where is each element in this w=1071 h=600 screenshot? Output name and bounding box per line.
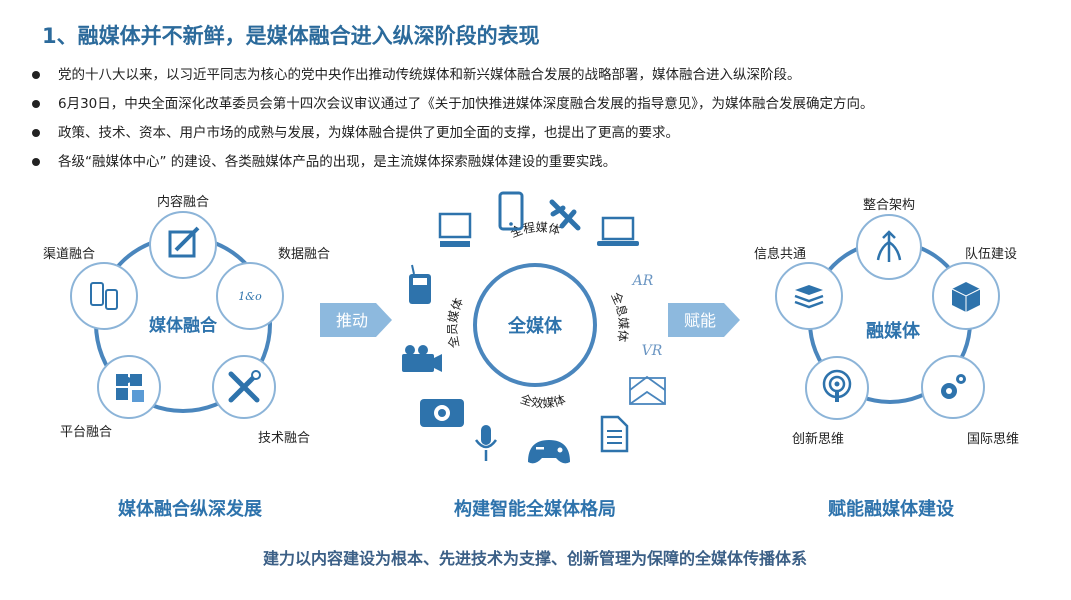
left-caption: 媒体融合纵深发展	[118, 498, 263, 520]
node-label: 技术融合	[258, 431, 310, 446]
bullet-item: 党的十八大以来，以习近平同志为核心的党中央作出推动传统媒体和新兴媒体融合发展的战…	[32, 64, 1062, 93]
bullet-text: 党的十八大以来，以习近平同志为核心的党中央作出推动传统媒体和新兴媒体融合发展的战…	[58, 67, 801, 83]
node-label: 国际思维	[967, 432, 1019, 447]
laptop-icon	[597, 216, 639, 246]
merge-arrows-icon	[876, 230, 902, 262]
node-information-sharing: 信息共通	[754, 246, 843, 330]
node-label: 队伍建设	[965, 247, 1017, 262]
bullet-dot	[32, 100, 40, 108]
envelope-icon	[629, 375, 666, 405]
node-team-building: 队伍建设	[932, 247, 1017, 330]
node-channel-fusion: 渠道融合	[43, 247, 138, 330]
bullet-item: 政策、技术、资本、用户市场的成熟与发展，为媒体融合提供了更加全面的支撑，也提出了…	[32, 122, 1062, 151]
left-cluster: 媒体融合 内容融合 1&o 数据融合 技术融合	[43, 194, 330, 520]
right-center-label: 融媒体	[866, 320, 921, 342]
right-cluster: 融媒体 整合架构 队伍建设	[754, 198, 1019, 520]
bullet-list: 党的十八大以来，以习近平同志为核心的党中央作出推动传统媒体和新兴媒体融合发展的战…	[32, 64, 1062, 180]
bullet-item: 各级“融媒体中心” 的建设、各类融媒体产品的出现，是主流媒体探索融媒体建设的重要…	[32, 151, 1062, 180]
arrow-drive-label: 推动	[336, 311, 368, 330]
puzzle-icon	[116, 374, 144, 402]
cube-icon	[951, 282, 981, 312]
arc-label-full-effect: 全效媒体	[518, 391, 567, 411]
node-label: 信息共通	[754, 246, 806, 262]
node-integrate-architecture: 整合架构	[856, 198, 922, 280]
node-innovative-thinking: 创新思维	[792, 356, 869, 447]
node-label: 整合架构	[863, 198, 915, 213]
arrow-empower-label: 赋能	[684, 311, 716, 330]
gamepad-icon	[528, 440, 570, 464]
page-title: 1、融媒体并不新鲜，是媒体融合进入纵深阶段的表现	[42, 24, 540, 48]
video-camera-icon	[402, 345, 442, 372]
right-caption: 赋能融媒体建设	[828, 498, 954, 520]
arrow-empower: 赋能	[668, 303, 740, 337]
node-tech-fusion: 技术融合	[212, 355, 310, 446]
left-center-label: 媒体融合	[149, 315, 218, 336]
bullet-text: 政策、技术、资本、用户市场的成熟与发展，为媒体融合提供了更加全面的支撑，也提出了…	[58, 125, 679, 141]
ar-label: AR	[631, 273, 654, 289]
arc-label-holographic: 全息媒体	[608, 290, 630, 343]
footer-summary: 建力以内容建设为根本、先进技术为支撑、创新管理为保障的全媒体传播体系	[263, 549, 807, 568]
microphone-icon	[474, 425, 498, 461]
airplane-icon	[549, 199, 581, 231]
node-international-thinking: 国际思维	[921, 355, 1019, 447]
middle-cluster: 全媒体 全程媒体 全息媒体 全效媒体 全员媒体 AR VR	[402, 191, 666, 520]
document-icon	[600, 415, 629, 453]
node-label: 创新思维	[792, 431, 844, 447]
bullet-text: 6月30日，中央全面深化改革委员会第十四次会议审议通过了《关于加快推进媒体深度融…	[58, 96, 874, 112]
node-label: 内容融合	[157, 194, 209, 210]
node-content-fusion: 内容融合	[149, 194, 217, 279]
bullet-dot	[32, 129, 40, 137]
bullet-item: 6月30日，中央全面深化改革委员会第十四次会议审议通过了《关于加快推进媒体深度融…	[32, 93, 1062, 122]
monitor-icon	[438, 212, 472, 247]
mobile-phone-icon	[409, 264, 431, 304]
gears-icon	[941, 374, 966, 399]
vr-label: VR	[642, 343, 663, 359]
node-data-fusion: 1&o 数据融合	[216, 247, 330, 330]
node-label: 渠道融合	[43, 247, 95, 262]
podcast-icon	[822, 369, 852, 402]
arrow-drive: 推动	[320, 303, 392, 337]
middle-caption: 构建智能全媒体格局	[454, 498, 616, 520]
bullet-text: 各级“融媒体中心” 的建设、各类融媒体产品的出现，是主流媒体探索融媒体建设的重要…	[58, 154, 617, 170]
camera-icon	[420, 399, 464, 427]
edit-icon	[168, 226, 200, 258]
node-label: 数据融合	[278, 247, 330, 262]
bullet-dot	[32, 158, 40, 166]
middle-ring	[473, 263, 597, 387]
node-platform-fusion: 平台融合	[60, 355, 161, 440]
node-label: 平台融合	[60, 425, 112, 440]
devices-icon	[90, 282, 118, 310]
arc-label-all-staff: 全员媒体	[445, 296, 466, 349]
middle-center-label: 全媒体	[507, 315, 563, 337]
smartphone-icon	[498, 191, 524, 231]
tools-icon	[228, 370, 261, 403]
data-fusion-icon: 1&o	[238, 290, 262, 303]
bullet-dot	[32, 71, 40, 79]
layers-icon	[794, 285, 824, 309]
